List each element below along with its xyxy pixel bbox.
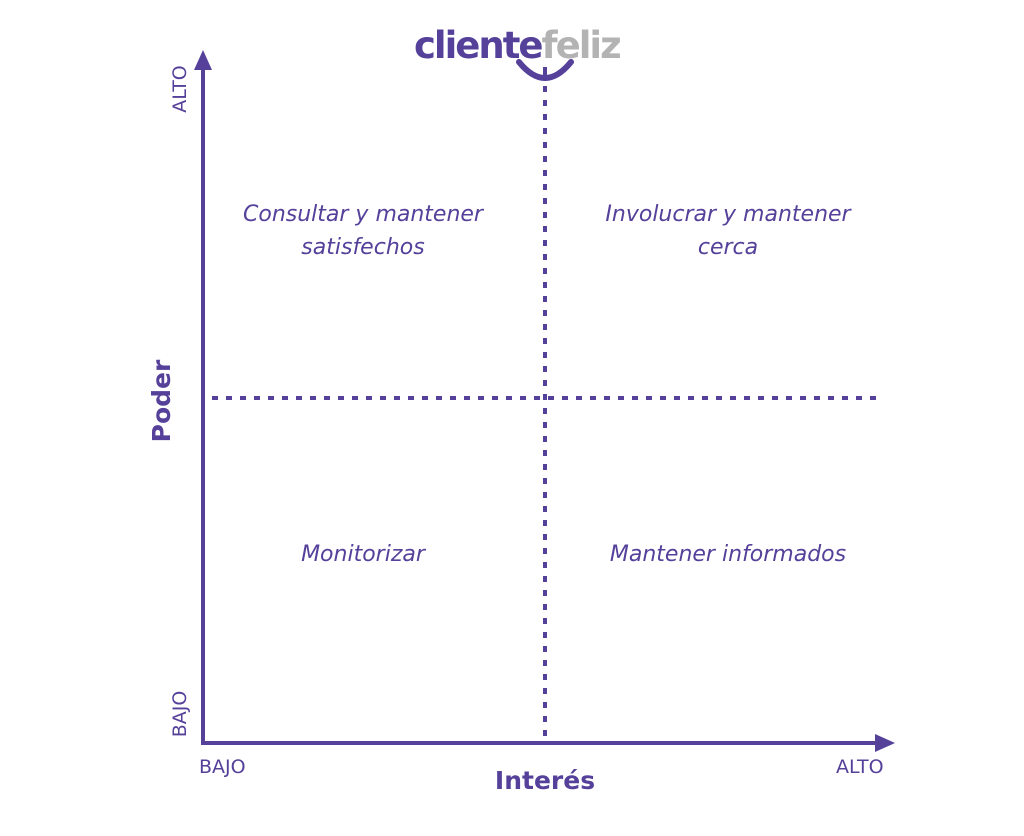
- y-axis-low-label: BAJO: [169, 690, 191, 738]
- quadrant-bottom-right: Mantener informados: [578, 538, 878, 571]
- quadrant-top-right: Involucrar y mantener cerca: [578, 198, 878, 264]
- x-axis-low-label: BAJO: [199, 756, 246, 778]
- logo-text-feliz: feliz: [541, 24, 622, 67]
- quadrant-top-left-line2: satisfechos: [301, 235, 425, 260]
- logo: clientefeliz: [414, 24, 622, 68]
- quadrant-bottom-right-line1: Mantener informados: [609, 542, 847, 567]
- y-axis-high-label: ALTO: [169, 65, 191, 113]
- quadrant-top-right-line2: cerca: [697, 235, 759, 260]
- quadrant-bottom-left-line1: Monitorizar: [301, 542, 425, 567]
- y-axis-arrow-icon: [194, 50, 212, 70]
- logo-smile-icon: [516, 59, 574, 81]
- x-axis-arrow-icon: [875, 734, 895, 752]
- x-axis-title: Interés: [494, 766, 596, 795]
- quadrant-bottom-left: Monitorizar: [213, 538, 513, 571]
- quadrant-top-right-line1: Involucrar y mantener: [605, 202, 851, 227]
- quadrant-top-left-line1: Consultar y mantener: [243, 202, 483, 227]
- quadrant-top-left: Consultar y mantener satisfechos: [213, 198, 513, 264]
- logo-text-cliente: cliente: [414, 24, 544, 67]
- x-axis-high-label: ALTO: [836, 756, 884, 778]
- y-axis-title: Poder: [147, 359, 176, 443]
